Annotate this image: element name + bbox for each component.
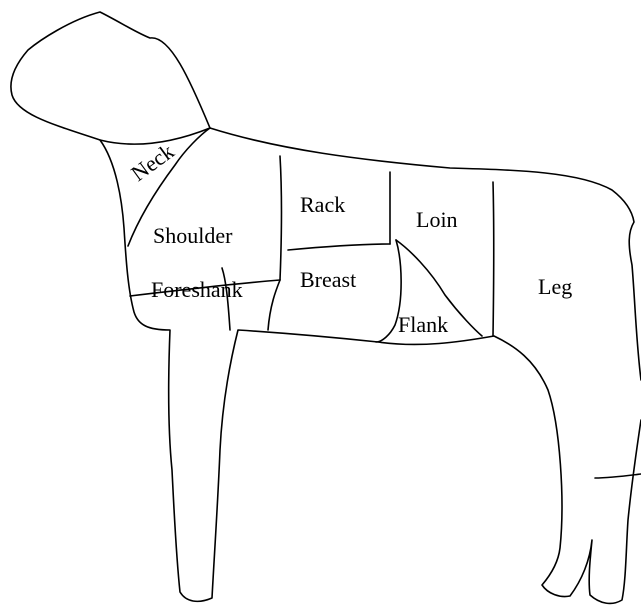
- shoulder-rack-boundary: [280, 156, 282, 280]
- rack-breast-boundary: [288, 244, 390, 250]
- label-rack: Rack: [300, 192, 345, 217]
- body-silhouette: [11, 12, 641, 603]
- hind-leg-inner: [595, 474, 641, 478]
- label-leg: Leg: [538, 274, 572, 299]
- label-breast: Breast: [300, 267, 356, 292]
- foreshank-breast-boundary: [268, 280, 280, 330]
- lamb-body-outline: [11, 12, 641, 603]
- label-shoulder: Shoulder: [153, 223, 233, 248]
- label-loin: Loin: [416, 207, 458, 232]
- cut-labels: Neck Shoulder Rack Loin Leg Foreshank Br…: [126, 139, 572, 337]
- loin-leg-boundary: [493, 182, 494, 336]
- label-foreshank: Foreshank: [151, 277, 243, 302]
- back-line: [210, 128, 641, 380]
- label-flank: Flank: [398, 312, 448, 337]
- label-neck: Neck: [126, 139, 178, 187]
